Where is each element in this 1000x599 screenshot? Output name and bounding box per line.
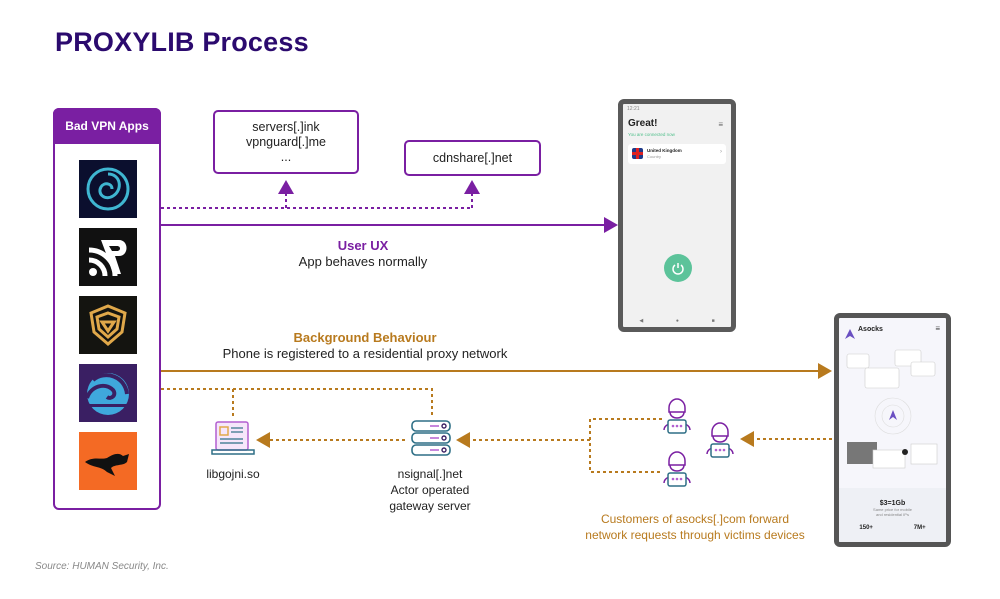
android-nav-bar: ◀ ● ■: [623, 315, 731, 327]
asocks-brand: Asocks: [858, 326, 883, 333]
phone-status-time: 12:21: [627, 106, 640, 112]
power-button[interactable]: [664, 254, 692, 282]
price-text: $3=1Gb: [879, 500, 906, 507]
background-text: Phone is registered to a residential pro…: [222, 346, 508, 361]
hacker-customer-icon: [660, 447, 694, 494]
back-icon[interactable]: ◀: [639, 318, 644, 324]
price-sub-2: and residential IPs: [876, 512, 909, 517]
recents-icon[interactable]: ■: [711, 318, 715, 324]
customers-caption: Customers of asocks[.]com forward networ…: [560, 511, 830, 543]
dotted-link-apps-gateway: [161, 388, 433, 418]
country-selector[interactable]: United Kingdom Country ›: [628, 144, 726, 164]
library-file-icon: [208, 418, 258, 463]
background-heading: Background Behaviour: [293, 330, 437, 345]
domain-box-cdnshare: cdnshare[.]net: [404, 140, 541, 176]
bad-vpn-apps-header: Bad VPN Apps: [53, 108, 161, 144]
shield-maze-app-icon: [79, 296, 137, 354]
page-title: PROXYLIB Process: [55, 27, 309, 57]
customers-caption-line-1: Customers of asocks[.]com forward: [600, 512, 790, 526]
source-credit: Source: HUMAN Security, Inc.: [35, 561, 169, 572]
stat-7m: 7M+: [913, 525, 926, 531]
asocks-website-phone-screenshot: Asocks ≡ $3=1Gb Same price for mobile an…: [834, 313, 951, 547]
server-stack-icon: [410, 420, 452, 461]
price-sub-1: Same price for mobile: [873, 507, 912, 512]
vpn-heading: Great!: [628, 118, 658, 129]
user-ux-text: App behaves normally: [298, 254, 428, 269]
domain-servers-ink: servers[.]ink: [252, 119, 320, 134]
menu-icon[interactable]: ≡: [718, 120, 723, 129]
hacker-customer-icon: [703, 418, 737, 465]
home-icon[interactable]: ●: [675, 318, 679, 324]
gateway-desc-2: gateway server: [389, 499, 471, 513]
user-ux-heading: User UX: [337, 238, 389, 253]
spiral-app-icon: [79, 160, 137, 218]
gateway-desc-1: Actor operated: [390, 483, 470, 497]
network-illustration: [846, 349, 938, 469]
vpn-subtext: You are connected now: [628, 132, 675, 137]
vpn-app-phone-screenshot: 12:21 Great! ≡ You are connected now Uni…: [618, 99, 736, 332]
customers-caption-line-2: network requests through victims devices: [585, 528, 805, 542]
domain-vpnguard-me: vpnguard[.]me: [246, 134, 326, 149]
country-sub: Country: [647, 154, 662, 159]
hamburger-menu-icon[interactable]: ≡: [935, 324, 940, 333]
gateway-domain: nsignal[.]net: [397, 467, 463, 481]
pricing-section: $3=1Gb Same price for mobile and residen…: [839, 488, 946, 542]
domain-cdnshare-net: cdnshare[.]net: [432, 150, 513, 165]
chevron-right-icon: ›: [720, 149, 722, 155]
domain-more-ellipsis: ...: [280, 149, 292, 164]
fox-app-icon: [79, 432, 137, 490]
wave-app-icon: [79, 364, 137, 422]
stat-150: 150+: [859, 525, 873, 531]
customers-bracket: [589, 418, 662, 473]
country-name: United Kingdom: [647, 148, 682, 153]
rss-p-app-icon: [79, 228, 137, 286]
asocks-logo-icon: [845, 326, 855, 344]
domain-box-servers: servers[.]ink vpnguard[.]me ...: [213, 110, 359, 174]
hacker-customer-icon: [660, 394, 694, 441]
uk-flag-icon: [632, 148, 643, 159]
library-label: libgojni.so: [206, 467, 260, 481]
gateway-label: nsignal[.]net Actor operated gateway ser…: [370, 466, 490, 514]
power-icon: [672, 263, 684, 275]
